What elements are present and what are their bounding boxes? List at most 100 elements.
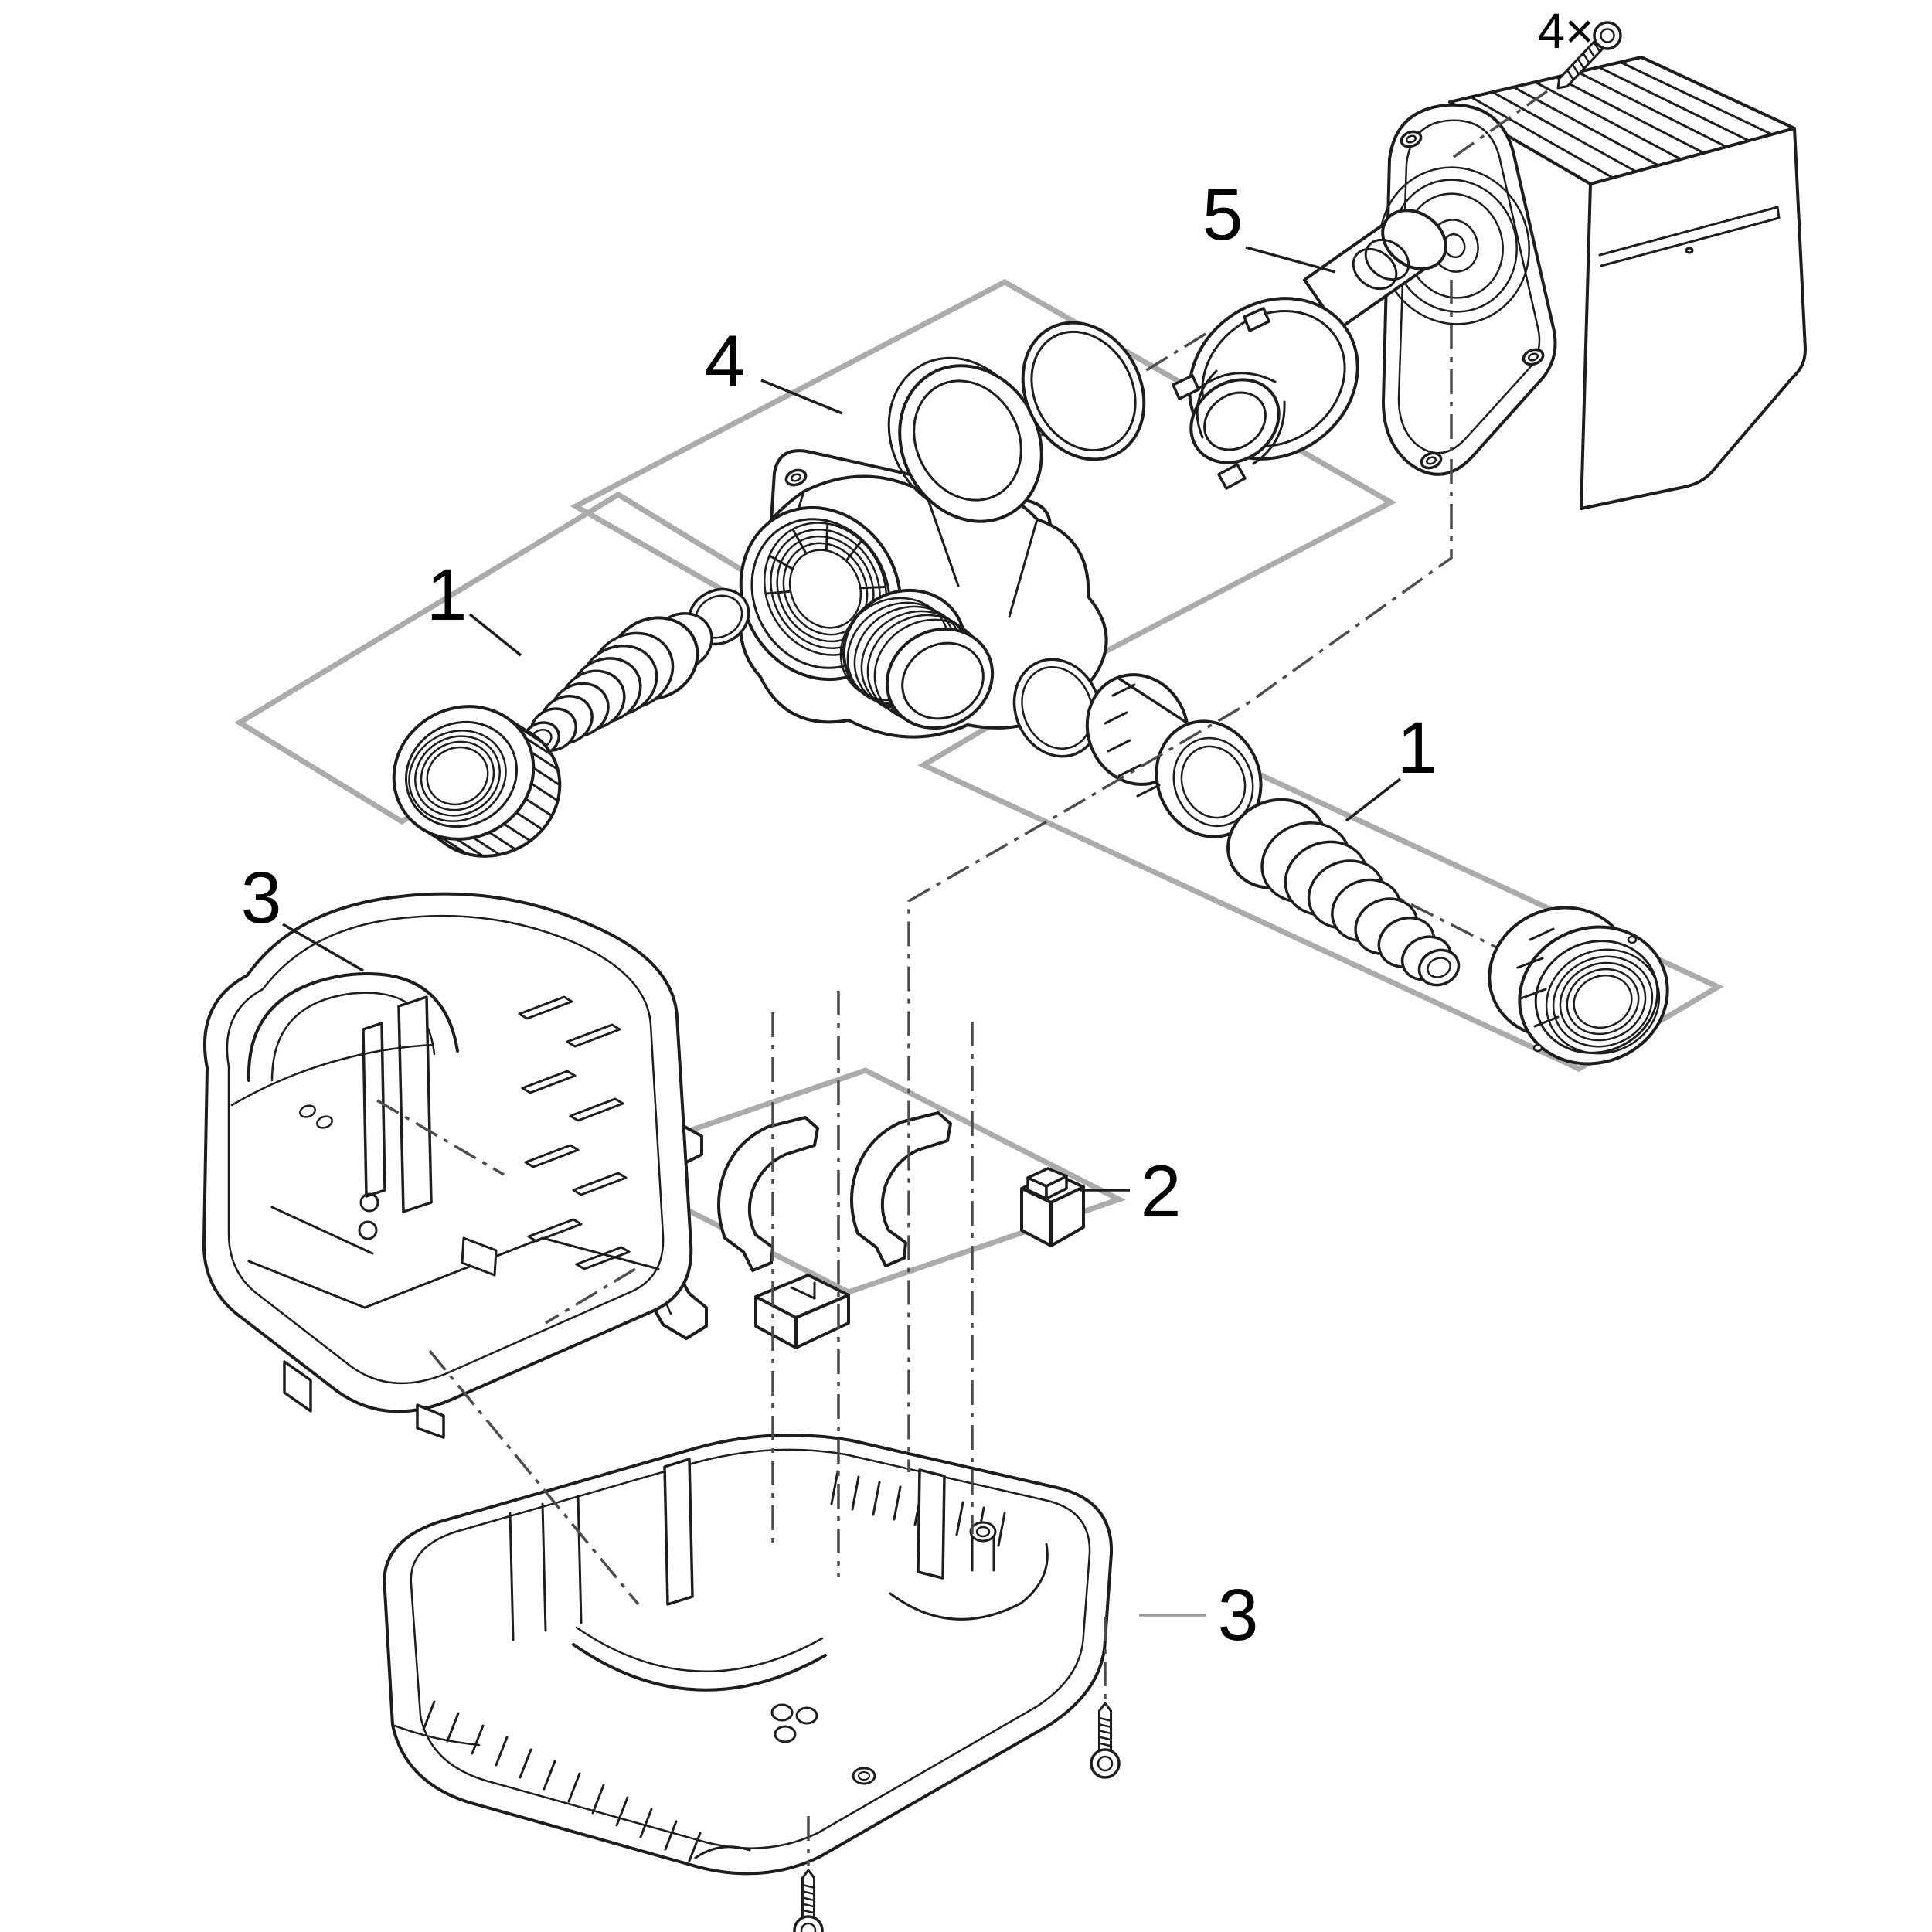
holder-set-detail-113 bbox=[1049, 1185, 1085, 1247]
callout-part-2-label: 2 bbox=[1141, 1151, 1182, 1233]
screw-bottom-thread-1 bbox=[801, 1889, 815, 1896]
hose-connector-left-detail-75-ring-2 bbox=[420, 740, 495, 811]
filter-shell-lower-detail-168 bbox=[577, 1495, 583, 1624]
holder-set-detail-104 bbox=[717, 1116, 819, 1272]
centerline-screw-to-motor bbox=[1447, 90, 1549, 162]
pump-housing-detail-49-spline-4 bbox=[845, 539, 862, 562]
pump-housing-detail-49-spline-3 bbox=[825, 523, 829, 551]
hose-connector-right-detail-99-ring-4 bbox=[1573, 975, 1633, 1029]
screw-bottom-head-inner bbox=[800, 1922, 817, 1932]
callout-part-3-upper-leader bbox=[282, 923, 364, 972]
rotor-impeller-detail-25 bbox=[1364, 238, 1410, 281]
holder-set-detail-105 bbox=[850, 1111, 952, 1267]
rotor-impeller bbox=[1172, 209, 1447, 490]
filter-shell-upper-detail-122 bbox=[566, 1023, 621, 1048]
filter-shell-upper-detail-126 bbox=[572, 1172, 628, 1196]
filter-shell-lower-detail-163 bbox=[997, 1512, 1006, 1547]
filter-shell-lower bbox=[383, 1433, 1114, 1876]
hose-connector-right-detail-99-ring-3 bbox=[1566, 968, 1640, 1036]
pump-housing-detail-39 bbox=[790, 473, 802, 482]
rotor-impeller-detail-36 bbox=[1243, 307, 1270, 332]
hose-connector-left-detail-73-knurl-1 bbox=[515, 724, 544, 744]
screw-bottom-thread-3 bbox=[801, 1903, 815, 1908]
hose-connector-left-detail-75-ring-3 bbox=[426, 746, 489, 806]
hose-connector-right-detail-86 bbox=[1117, 764, 1142, 777]
filter-shell-lower-detail-155 bbox=[830, 1470, 839, 1505]
centerline-upper-shell-inner bbox=[376, 1099, 505, 1176]
hose-connector-right-detail-82-ring-0 bbox=[1172, 736, 1254, 828]
filter-shell-lower-detail-149 bbox=[567, 1772, 581, 1803]
filter-shell-upper-detail-133 bbox=[359, 1192, 379, 1213]
filter-shell-lower-detail-166 bbox=[509, 1512, 515, 1641]
filter-shell-lower-detail-150 bbox=[591, 1784, 605, 1815]
filter-shell-upper-detail-118 bbox=[226, 914, 665, 1385]
filter-shell-lower-detail-178 bbox=[852, 1767, 876, 1785]
filter-shell-upper-detail-137 bbox=[316, 1115, 333, 1129]
filter-shell-upper-detail-135 bbox=[461, 1236, 498, 1277]
filter-shell-lower-detail-181 bbox=[694, 1845, 751, 1859]
centerlines-over bbox=[376, 90, 1549, 1866]
hose-connector-left-detail-73-knurl-4 bbox=[532, 767, 561, 786]
pump-housing bbox=[739, 449, 1108, 739]
filter-shell-lower-detail-154 bbox=[688, 1832, 702, 1862]
screw-4x-thread-1 bbox=[1571, 63, 1580, 76]
filter-shell-upper-detail-121 bbox=[518, 995, 573, 1020]
hose-connector-right-detail-82-ring-1 bbox=[1180, 745, 1247, 819]
filter-shell-lower-detail-164 bbox=[572, 1643, 827, 1692]
filter-shell-lower-detail-182 bbox=[391, 1723, 481, 1747]
hose-connector-right-detail-77 bbox=[1021, 666, 1094, 750]
hose-connector-left-detail-73-knurl-12 bbox=[440, 835, 468, 855]
filter-shell-lower-detail-180 bbox=[889, 1543, 1049, 1621]
hose-connector-left-detail-73-knurl-0 bbox=[503, 715, 532, 734]
hose-connector-left-detail-73-knurl-2 bbox=[525, 736, 553, 757]
motor-block-detail-4 bbox=[1512, 86, 1660, 167]
callout-part-1-left-label: 1 bbox=[427, 554, 468, 636]
rotor-impeller-detail-33 bbox=[1252, 400, 1286, 465]
pump-housing-detail-49-spline-1 bbox=[768, 554, 794, 570]
filter-shell-upper-detail-119 bbox=[247, 972, 459, 1082]
screw-lower-right bbox=[1090, 1702, 1121, 1779]
hose-connector-right bbox=[1012, 658, 1669, 1066]
filter-shell-upper-detail-117 bbox=[202, 892, 693, 1413]
filter-shell-upper-detail-128 bbox=[575, 1246, 631, 1270]
rotor-impeller-detail-24 bbox=[1381, 209, 1447, 270]
motor-block-detail-11 bbox=[1600, 216, 1781, 267]
callout-part-4-leader bbox=[760, 379, 843, 415]
filter-shell-lower-detail-158 bbox=[893, 1485, 902, 1521]
filter-shell-upper-detail-132 bbox=[270, 1206, 374, 1255]
callout-part-5-label: 5 bbox=[1202, 174, 1243, 256]
callout-screw-count-label: 4× bbox=[1538, 3, 1594, 59]
hose-connector-right-detail-99-ring-0 bbox=[1545, 948, 1661, 1055]
housing-gaskets-detail-61 bbox=[913, 379, 1022, 502]
hose-connector-right-detail-99-ring-2 bbox=[1559, 961, 1647, 1042]
motor-block-detail-9 bbox=[1618, 60, 1774, 136]
holder-set-detail-109 bbox=[790, 1286, 816, 1300]
filter-shell-lower-detail-153 bbox=[664, 1820, 678, 1851]
filter-shell-lower-detail-151 bbox=[615, 1796, 629, 1827]
drawn-parts bbox=[202, 56, 1807, 1876]
screw-4x-head-inner bbox=[1600, 28, 1615, 43]
filter-shell-lower-detail-156 bbox=[851, 1475, 860, 1511]
motor-block-detail-13 bbox=[1685, 247, 1694, 254]
hose-connector-right-detail-85 bbox=[1107, 739, 1131, 753]
filter-shell-upper-detail-134 bbox=[358, 1220, 378, 1240]
motor-block-detail-10 bbox=[1598, 206, 1779, 257]
housing-gaskets bbox=[887, 321, 1146, 523]
hose-connector-right-detail-97 bbox=[1533, 1015, 1560, 1028]
callout-part-5-leader bbox=[1245, 246, 1336, 274]
screw-4x-thread-0 bbox=[1566, 69, 1575, 81]
housing-gaskets-detail-63 bbox=[1030, 330, 1137, 452]
centerline-holder-to-shell-diagonal bbox=[545, 1267, 636, 1325]
screw-lower-right-thread-4 bbox=[1098, 1742, 1112, 1747]
filter-shell-lower-detail-165 bbox=[575, 1626, 824, 1672]
motor-block-detail-19 bbox=[1522, 348, 1545, 366]
motor-block-detail-3 bbox=[1491, 90, 1638, 173]
screw-bottom-thread-0 bbox=[801, 1883, 815, 1889]
motor-block-detail-5 bbox=[1533, 80, 1682, 161]
callout-part-4-label: 4 bbox=[705, 321, 746, 403]
filter-shell-upper bbox=[202, 892, 693, 1439]
filter-shell-lower-detail-171 bbox=[969, 1521, 997, 1543]
motor-block-detail-6 bbox=[1555, 76, 1706, 155]
filter-shell-lower-detail-177 bbox=[774, 1725, 797, 1743]
